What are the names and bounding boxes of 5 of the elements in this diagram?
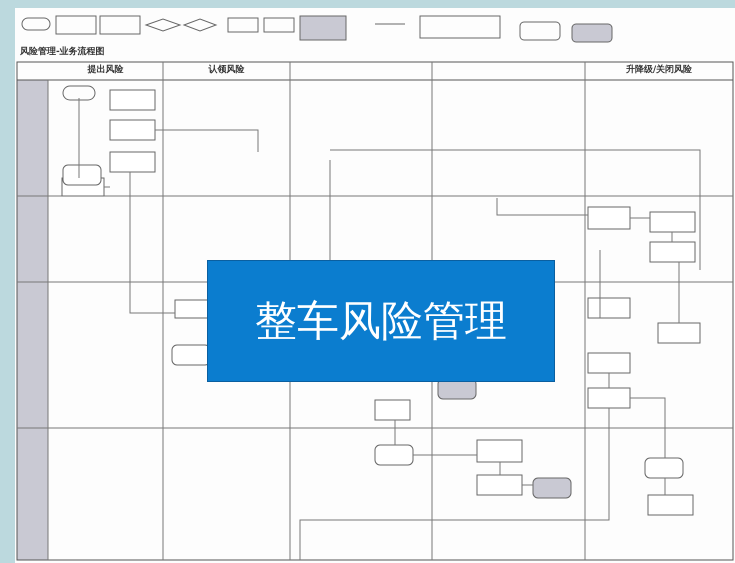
column-header: 提出风险 — [88, 65, 124, 75]
title-banner: 整车风险管理 — [207, 260, 555, 382]
column-header: 升降级/关闭风险 — [626, 65, 692, 75]
sheet-heading: 风险管理-业务流程图 — [20, 47, 105, 57]
column-header: 认领风险 — [208, 65, 244, 75]
